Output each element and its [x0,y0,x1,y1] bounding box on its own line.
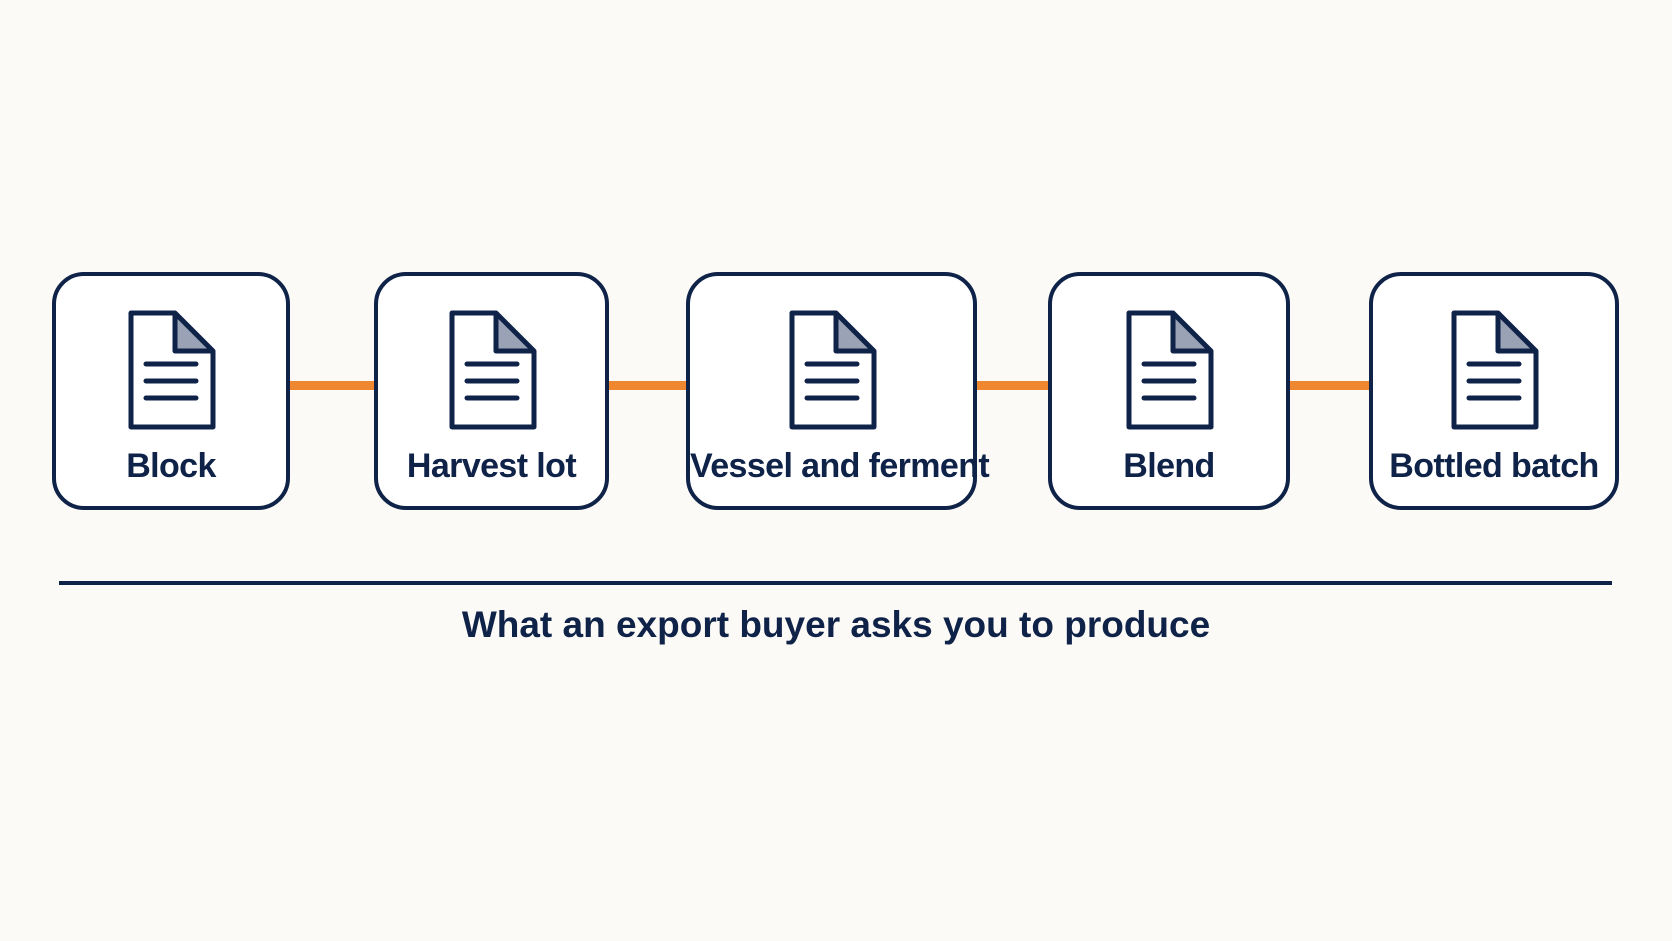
step-block: Block [52,272,290,510]
step-label: Bottled batch [1389,447,1599,485]
divider-line [59,581,1612,585]
step-vessel-and-ferment: Vessel and ferment [686,272,990,510]
document-icon [128,310,216,430]
document-icon [449,310,536,430]
step-label: Harvest lot [406,447,577,485]
connector-1-2 [288,381,376,390]
connector-2-3 [607,381,687,390]
step-label: Vessel and ferment [690,447,990,485]
step-harvest-lot: Harvest lot [374,272,609,510]
diagram-caption: What an export buyer asks you to produce [461,604,1211,645]
step-label: Block [126,447,216,485]
document-icon [1126,310,1214,430]
document-icon [1451,310,1539,430]
step-label: Blend [1123,447,1215,485]
connector-4-5 [1287,381,1371,390]
step-bottled-batch: Bottled batch [1369,272,1619,510]
step-blend: Blend [1048,272,1290,510]
document-icon [789,310,876,430]
connector-3-4 [975,381,1050,390]
